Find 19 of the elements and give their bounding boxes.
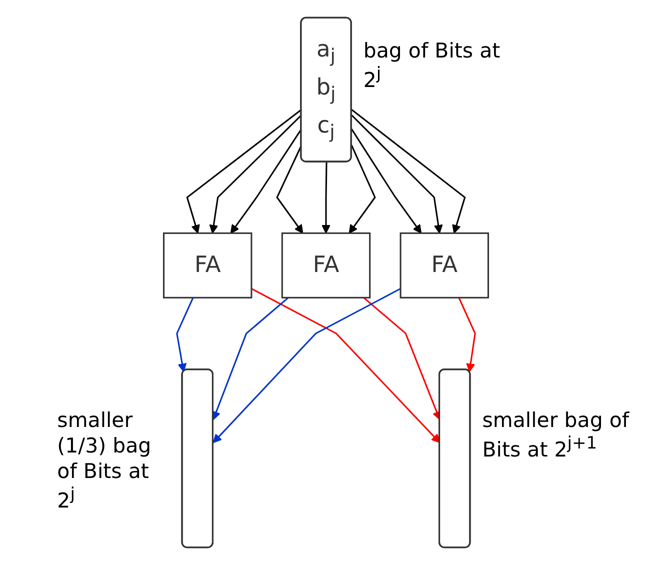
arrow — [321, 162, 330, 234]
arrow — [350, 128, 422, 234]
arrow — [212, 288, 400, 444]
arrow — [348, 145, 376, 234]
arrow — [350, 108, 466, 234]
arrow — [176, 297, 194, 372]
arrow — [350, 114, 442, 234]
bag-caption: bag of Bits at 2$^{j}$ — [362, 38, 501, 94]
bag-caption: smaller (1/3) bag of Bits at 2$^{j}$ — [56, 407, 152, 510]
arrow — [208, 114, 302, 234]
node-box: FA — [162, 232, 252, 298]
bag-caption: smaller bag of Bits at 2$^{j+1}$ — [482, 407, 630, 462]
arrow — [211, 297, 288, 420]
arrow — [250, 288, 440, 444]
node-box: FA — [399, 232, 488, 298]
node-box: FA — [280, 232, 370, 298]
arrow — [186, 108, 302, 234]
arrow — [230, 128, 302, 234]
arrow — [458, 297, 476, 372]
